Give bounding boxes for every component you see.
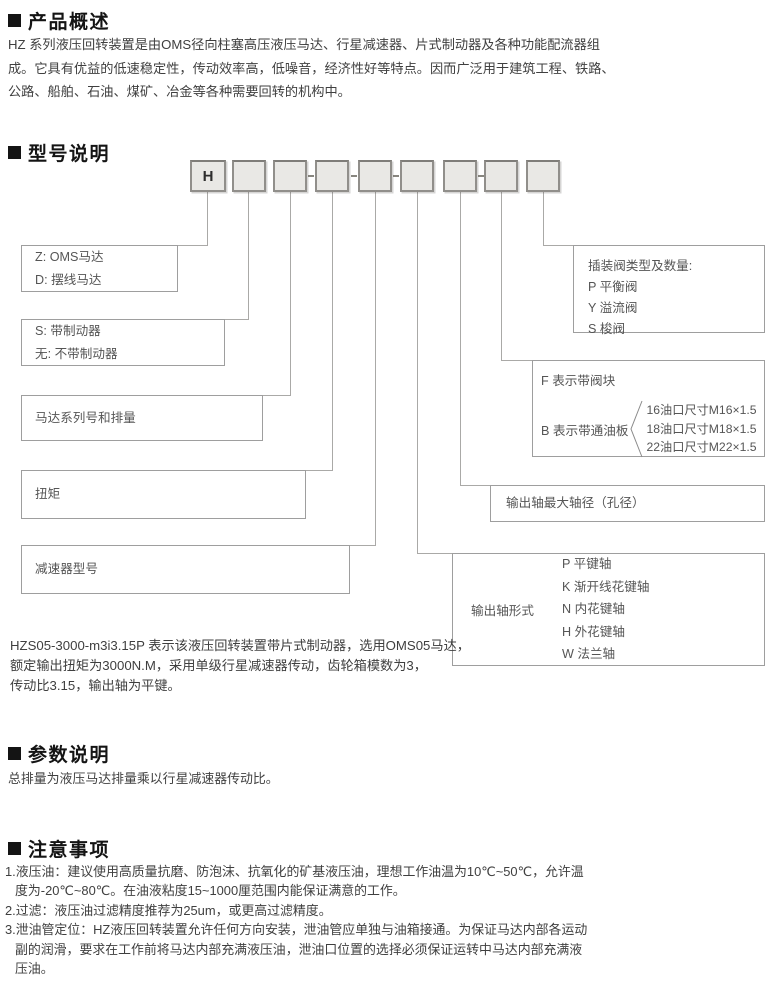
label-brake-line2: 无: 不带制动器 [35,346,118,361]
label-reducer-model-text: 减速器型号 [35,562,98,576]
shaft-type-label: 输出轴形式 [471,604,534,618]
params-line: 总排量为液压马达排量乘以行星减速器传动比。 [8,771,279,786]
note-line: 压油。 [15,961,54,977]
heading-square-icon [8,13,21,27]
label-motor-type-line1: Z: OMS马达 [35,249,104,264]
valve-types-item: S 梭阀 [588,322,626,336]
model-box-7 [443,160,477,192]
model-box-6 [400,160,434,192]
heading-square-icon [8,746,21,760]
label-motor-type: Z: OMS马达 D: 摆线马达 [21,245,178,292]
label-reducer-model: 减速器型号 [21,545,350,594]
heading-square-icon [8,145,21,159]
overview-line: 公路、船舶、石油、煤矿、冶金等各种需要回转的机构中。 [8,84,351,99]
valve-types-title: 插装阀类型及数量: [588,259,693,273]
section-title-model: 型号说明 [28,143,111,165]
brace-icon [630,400,643,458]
label-brake-line1: S: 带制动器 [35,323,101,338]
note-line: 3.泄油管定位：HZ液压回转装置允许任何方向安装，泄油管应单独与油箱接通。为保证… [5,922,588,938]
model-example-paragraph: HZS05-3000-m3i3.15P 表示该液压回转装置带片式制动器，选用OM… [10,636,470,697]
valve-block-port: 22油口尺寸M22×1.5 [646,440,757,455]
model-box-2 [232,160,266,192]
model-example-line: 额定输出扭矩为3000N.M，采用单级行星减速器传动，齿轮箱模数为3， [10,658,427,674]
heading-square-icon [8,841,21,855]
overview-paragraph: HZ 系列液压回转装置是由OMS径向柱塞高压液压马达、行星减速器、片式制动器及各… [8,33,615,104]
params-paragraph: 总排量为液压马达排量乘以行星减速器传动比。 [8,767,279,791]
model-example-line: HZS05-3000-m3i3.15P 表示该液压回转装置带片式制动器，选用OM… [10,638,470,653]
model-box-4 [315,160,349,192]
label-motor-type-line2: D: 摆线马达 [35,272,102,287]
section-heading-model: 型号说明 [8,141,111,165]
overview-line: 成。它具有优益的低速稳定性，传动效率高，低噪音，经济性好等特点。因而广泛用于建筑… [8,60,615,76]
note-line: 副的润滑，要求在工作前将马达内部充满液压油，泄油口位置的选择必须保证运转中马达内… [15,941,583,957]
note-line: 2.过滤：液压油过滤精度推荐为25um，或更高过滤精度。 [5,902,332,918]
label-motor-series-text: 马达系列号和排量 [35,410,136,425]
overview-line: HZ 系列液压回转装置是由OMS径向柱塞高压液压马达、行星减速器、片式制动器及各… [8,37,600,52]
shaft-type-item: W 法兰轴 [561,647,616,662]
note-line: 1.液压油：建议使用高质量抗磨、防泡沫、抗氧化的矿基液压油，理想工作油温为10℃… [5,864,584,879]
shaft-type-item: N 内花键轴 [561,602,625,617]
section-heading-params: 参数说明 [8,742,111,766]
label-shaft-type: 输出轴形式 P 平键轴 K 渐开线花键轴 N 内花键轴 H 外花键轴 W 法兰轴 [452,553,765,666]
model-box-1: H [190,160,226,192]
label-torque-text: 扭矩 [35,487,61,501]
model-box-9 [526,160,560,192]
valve-types-item: Y 溢流阀 [588,301,638,315]
valve-block-line-f: F 表示带阀块 [541,374,616,388]
section-title-params: 参数说明 [28,744,111,766]
shaft-type-item: P 平键轴 [561,557,612,572]
section-title-overview: 产品概述 [28,11,111,33]
valve-block-line-b: B 表示带通油板 [541,423,629,438]
label-brake: S: 带制动器 无: 不带制动器 [21,319,225,366]
model-box-3 [273,160,307,192]
valve-block-port: 16油口尺寸M16×1.5 [646,402,757,417]
label-motor-series: 马达系列号和排量 [21,395,263,441]
valve-types-item: P 平衡阀 [588,280,638,294]
model-example-line: 传动比3.15，输出轴为平键。 [10,678,181,694]
label-valve-block: F 表示带阀块 B 表示带通油板 16油口尺寸M16×1.5 18油口尺寸M18… [532,360,765,458]
section-heading-notes: 注意事项 [8,837,111,861]
label-shaft-diameter: 输出轴最大轴径（孔径） [490,485,765,522]
label-torque: 扭矩 [21,470,306,519]
section-heading-overview: 产品概述 [8,9,111,33]
model-box-5 [358,160,392,192]
model-box-8 [484,160,518,192]
notes-paragraph: 1.液压油：建议使用高质量抗磨、防泡沫、抗氧化的矿基液压油，理想工作油温为10℃… [5,862,587,978]
note-line: 度为-20℃~80℃。在油液粘度15~1000厘范围内能保证满意的工作。 [15,883,406,899]
valve-block-port: 18油口尺寸M18×1.5 [646,421,757,436]
section-title-notes: 注意事项 [28,839,111,861]
shaft-type-item: K 渐开线花键轴 [561,579,650,594]
shaft-type-item: H 外花键轴 [561,624,625,639]
label-shaft-diameter-text: 输出轴最大轴径（孔径） [506,496,645,510]
label-valve-types: 插装阀类型及数量: P 平衡阀 Y 溢流阀 S 梭阀 [573,245,765,336]
